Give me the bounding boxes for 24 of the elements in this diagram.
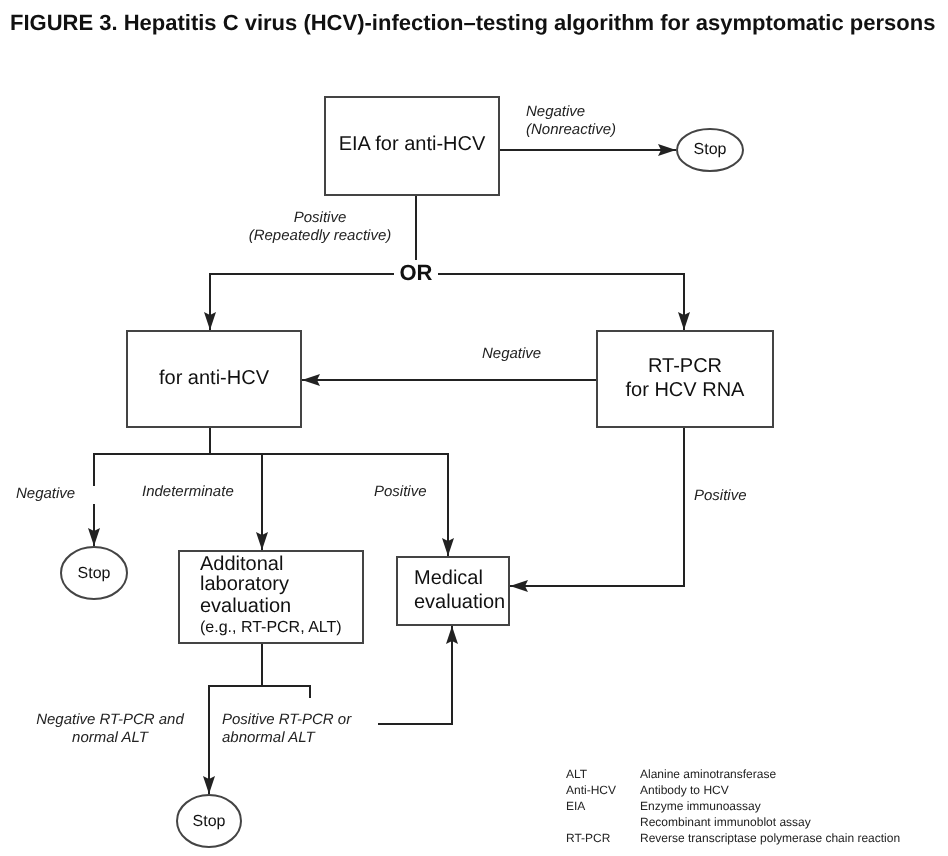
arrow — [261, 625, 458, 725]
arrow — [509, 427, 685, 592]
arrow — [301, 374, 597, 386]
process-box — [396, 556, 510, 626]
terminal-text: Stop — [77, 563, 111, 583]
arrow — [499, 144, 677, 156]
box-text: for anti-HCV — [158, 367, 269, 391]
terminal-text: Stop — [693, 140, 727, 160]
arrow — [204, 273, 395, 331]
process-box — [178, 550, 364, 644]
process-box — [324, 96, 500, 196]
figure-title: FIGURE 3. Hepatitis C virus (HCV)-infection–testing algorithm for asymptomatic persons — [10, 12, 938, 38]
box-text: Medical evaluation — [414, 568, 506, 614]
junction-text: OR — [399, 261, 433, 287]
connector-line — [415, 195, 417, 261]
box-text: (e.g., RT-PCR, ALT) — [200, 618, 342, 639]
box-text: RT-PCR for HCV RNA — [625, 356, 745, 402]
arrow — [209, 427, 454, 557]
arrow — [437, 273, 690, 331]
terminal-text: Stop — [192, 811, 226, 831]
box-text: EIA for anti-HCV — [338, 134, 486, 158]
process-box — [126, 330, 302, 428]
process-box — [596, 330, 774, 428]
box-text: Additonal laboratory evaluation — [200, 555, 294, 618]
